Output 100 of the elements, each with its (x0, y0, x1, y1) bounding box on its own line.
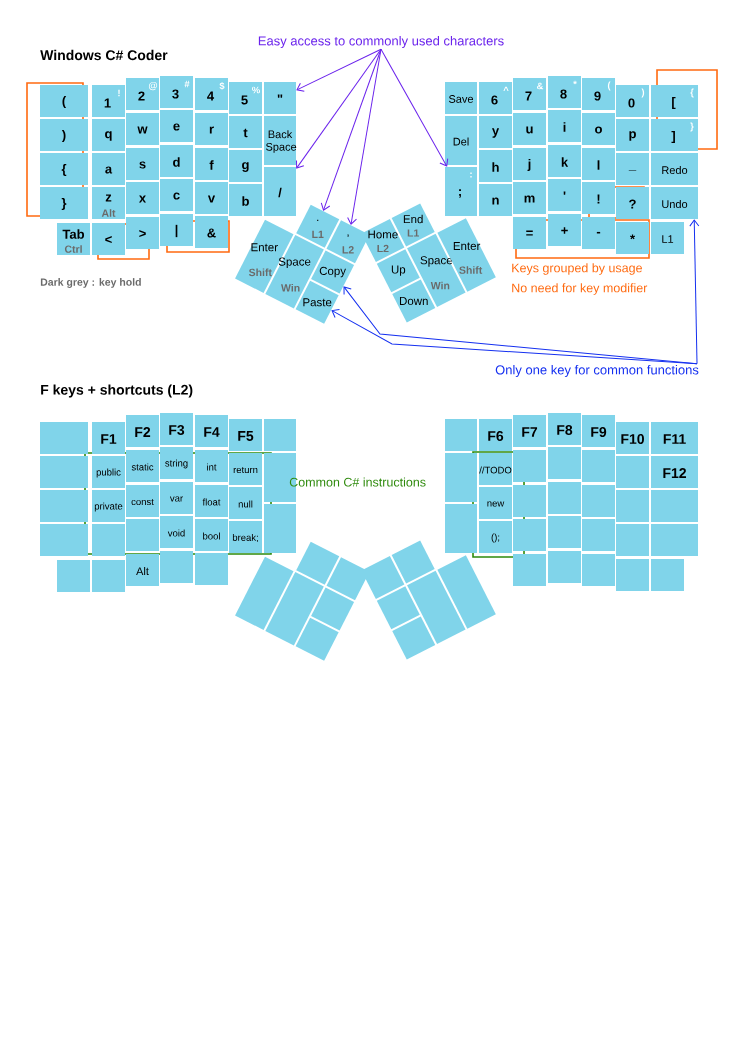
keyboard-key: int (195, 450, 228, 482)
node-label: Up (391, 265, 406, 276)
keyboard-key: F6 (479, 419, 512, 451)
node-label: h (492, 162, 499, 172)
keyboard-key (437, 555, 496, 629)
keyboard-key (651, 524, 698, 556)
keyboard-key: g (229, 150, 262, 182)
keyboard-key: / (264, 167, 296, 216)
keyboard-key: F9 (582, 415, 615, 447)
node-label: Del (453, 137, 469, 146)
node-label: ( (607, 81, 611, 91)
node-label: d (173, 157, 180, 167)
keyboard-key: p (616, 119, 649, 151)
keyboard-key (513, 554, 546, 586)
node-label: ! (118, 89, 120, 97)
node-label: i (563, 122, 566, 132)
node-label: 3 (172, 89, 179, 99)
keyboard-key (40, 524, 88, 556)
keyboard-key: F7 (513, 415, 546, 447)
node-label: Alt (136, 566, 149, 576)
node-label: //TODO (479, 466, 512, 474)
keyboard-key: Del (445, 116, 477, 165)
node-label: k (561, 157, 569, 167)
node-label: + (561, 227, 568, 234)
keyboard-key (445, 504, 477, 553)
node-label: & (207, 228, 216, 238)
node-label: F5 (238, 431, 254, 441)
node-label: > (139, 230, 146, 238)
keyboard-key: Alt (126, 554, 159, 586)
keyboard-key: z Alt (92, 187, 125, 219)
keyboard-key: ] } (651, 119, 698, 151)
node-label: 4 (207, 91, 215, 101)
keyboard-key: F12 (651, 456, 698, 488)
node-label: public (96, 468, 121, 478)
keyboard-key: j (513, 148, 546, 180)
node-label: static (131, 463, 154, 471)
node-label: u (526, 126, 533, 134)
node-label: y (491, 128, 500, 138)
node-label: void (167, 529, 185, 537)
keyboard-key (513, 519, 546, 551)
keyboard-key: } (40, 187, 88, 219)
node-label: End (403, 214, 423, 224)
keyboard-key (445, 419, 477, 451)
keyboard-key: float (195, 485, 228, 517)
keyboard-key: " (264, 82, 296, 114)
keyboard-key: o (582, 113, 615, 145)
node-label: F1 (101, 434, 117, 444)
keyboard-key: + (548, 214, 581, 246)
node-label: F6 (488, 431, 504, 441)
keyboard-key: (); (479, 521, 512, 553)
arrow (296, 48, 382, 92)
node-label: [ (672, 96, 676, 110)
node-label: 7 (525, 91, 532, 101)
node-label: * (573, 80, 577, 85)
keyboard-key: F3 (160, 413, 193, 445)
keyboard-key (40, 456, 88, 488)
node-label: break; (232, 533, 258, 543)
keyboard-key (264, 504, 296, 553)
node-label: L1 (662, 235, 674, 243)
keyboard-key (361, 555, 405, 599)
keyboard-key (616, 524, 649, 556)
node-label: int (207, 463, 217, 471)
node-label: } (690, 122, 694, 132)
legend-note: Dark grey : key hold (40, 278, 141, 288)
node-label: } (61, 197, 67, 211)
node-label: Save (448, 95, 474, 103)
keyboard-key (40, 490, 88, 522)
node-label: F12 (663, 468, 687, 478)
node-label: f (209, 160, 214, 170)
node-label: ? (629, 199, 636, 209)
node-label: return (233, 466, 258, 474)
keyboard-key: 6 ^ (479, 82, 512, 114)
keyboard-key: null (229, 487, 262, 519)
node-label: null (238, 500, 253, 508)
arrow (380, 48, 449, 167)
keyboard-key: F2 (126, 415, 159, 447)
keyboard-key: y (479, 116, 512, 148)
keyboard-key: - (582, 217, 615, 249)
node-label: bool (203, 532, 220, 540)
arrow (331, 309, 698, 365)
keyboard-key (513, 450, 546, 482)
node-label: { (690, 88, 694, 98)
keyboard-key: 4 $ (195, 78, 228, 110)
node-label: q (105, 131, 112, 141)
node-label: F3 (169, 425, 185, 435)
node-label: 0 (628, 98, 635, 108)
keyboard-key: & (195, 216, 228, 248)
keyboard-key: public (92, 456, 125, 488)
node-label: m (524, 195, 535, 203)
node-label: o (595, 126, 602, 134)
keyboard-key: | (160, 214, 193, 246)
node-label: . (317, 219, 319, 221)
keyboard-key (195, 553, 228, 585)
node-label: F2 (135, 427, 151, 437)
keyboard-key (311, 587, 355, 631)
node-label: p (629, 131, 636, 141)
keyboard-key: m (513, 182, 546, 214)
keyboard-key: ( (40, 85, 88, 117)
keyboard-key (651, 559, 684, 591)
node-label: 9 (594, 91, 601, 101)
